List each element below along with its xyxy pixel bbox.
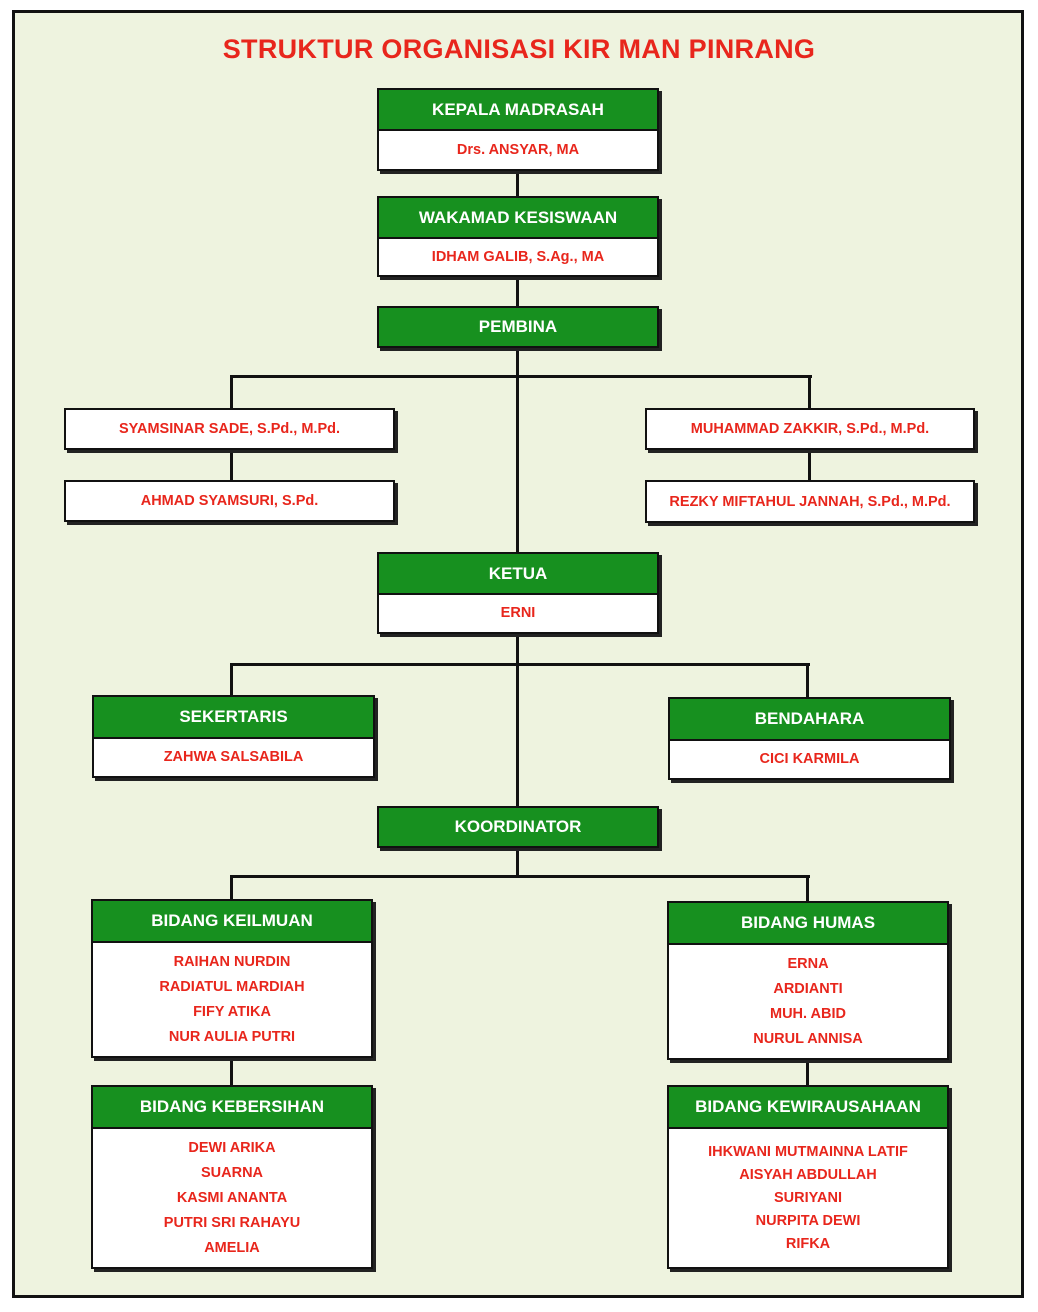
connector (230, 663, 810, 666)
bidang-keilmuan-header: BIDANG KEILMUAN (93, 901, 371, 943)
ketua-name: ERNI (500, 605, 536, 621)
bendahara-header: BENDAHARA (670, 699, 949, 741)
pembina-left-2: AHMAD SYAMSURI, S.Pd. (64, 480, 395, 522)
wakamad-header: WAKAMAD KESISWAAN (379, 198, 657, 239)
bidang-humas-header: BIDANG HUMAS (669, 903, 947, 945)
list-item: DEWI ARIKA (188, 1139, 276, 1156)
pembina-right-2: REZKY MIFTAHUL JANNAH, S.Pd., M.Pd. (645, 480, 975, 523)
connector (230, 875, 810, 878)
bidang-kebersihan-header: BIDANG KEBERSIHAN (93, 1087, 371, 1129)
list-item: MUH. ABID (770, 1005, 846, 1022)
connector (230, 663, 233, 697)
list-item: NURPITA DEWI (755, 1212, 861, 1229)
connector (230, 448, 233, 482)
koordinator-box: KOORDINATOR (377, 806, 659, 848)
kepala-madrasah-box: KEPALA MADRASAH Drs. ANSYAR, MA (377, 88, 659, 171)
list-item: AISYAH ABDULLAH (739, 1166, 877, 1183)
chart-title: STRUKTUR ORGANISASI KIR MAN PINRANG (222, 34, 816, 64)
pembina-right-1: MUHAMMAD ZAKKIR, S.Pd., M.Pd. (645, 408, 975, 450)
list-item: ERNA (787, 955, 829, 972)
kepala-madrasah-name: Drs. ANSYAR, MA (456, 141, 580, 158)
pembina-right-2-name: REZKY MIFTAHUL JANNAH, S.Pd., M.Pd. (669, 493, 951, 510)
list-item: RADIATUL MARDIAH (159, 978, 305, 995)
connector (808, 375, 811, 410)
connector (230, 375, 812, 378)
bidang-kewirausahaan-box: BIDANG KEWIRAUSAHAAN IHKWANI MUTMAINNA L… (667, 1085, 949, 1269)
list-item: NURUL ANNISA (753, 1030, 863, 1047)
list-item: FIFY ATIKA (193, 1003, 271, 1020)
pembina-left-2-name: AHMAD SYAMSURI, S.Pd. (140, 493, 319, 509)
connector (516, 846, 519, 877)
bendahara-name: CICI KARMILA (759, 751, 860, 767)
bidang-kebersihan-box: BIDANG KEBERSIHAN DEWI ARIKA SUARNA KASM… (91, 1085, 373, 1269)
list-item: AMELIA (204, 1239, 260, 1256)
wakamad-name: IDHAM GALIB, S.Ag., MA (431, 248, 605, 265)
sekertaris-header: SEKERTARIS (94, 697, 373, 739)
bendahara-box: BENDAHARA CICI KARMILA (668, 697, 951, 780)
connector (806, 663, 809, 699)
sekertaris-name: ZAHWA SALSABILA (163, 749, 304, 765)
list-item: KASMI ANANTA (176, 1189, 288, 1206)
bidang-humas-box: BIDANG HUMAS ERNA ARDIANTI MUH. ABID NUR… (667, 901, 949, 1060)
connector (516, 346, 519, 554)
pembina-box: PEMBINA (377, 306, 659, 348)
pembina-left-1: SYAMSINAR SADE, S.Pd., M.Pd. (64, 408, 395, 450)
connector (230, 875, 233, 901)
connector (516, 276, 519, 308)
connector (808, 448, 811, 482)
list-item: SUARNA (200, 1164, 264, 1181)
kepala-madrasah-header: KEPALA MADRASAH (379, 90, 657, 131)
pembina-left-1-name: SYAMSINAR SADE, S.Pd., M.Pd. (118, 421, 341, 437)
connector (230, 375, 233, 410)
list-item: NUR AULIA PUTRI (168, 1028, 296, 1045)
bidang-keilmuan-box: BIDANG KEILMUAN RAIHAN NURDIN RADIATUL M… (91, 899, 373, 1058)
list-item: SURIYANI (774, 1189, 842, 1206)
list-item: PUTRI SRI RAHAYU (163, 1214, 301, 1231)
koordinator-header: KOORDINATOR (379, 808, 657, 846)
pembina-header: PEMBINA (379, 308, 657, 346)
list-item: RIFKA (785, 1235, 831, 1252)
list-item: ARDIANTI (773, 980, 843, 997)
pembina-right-1-name: MUHAMMAD ZAKKIR, S.Pd., M.Pd. (690, 421, 930, 437)
connector (516, 632, 519, 808)
wakamad-box: WAKAMAD KESISWAAN IDHAM GALIB, S.Ag., MA (377, 196, 659, 277)
ketua-box: KETUA ERNI (377, 552, 659, 634)
connector (516, 170, 519, 198)
connector (806, 875, 809, 903)
connector (806, 1058, 809, 1087)
sekertaris-box: SEKERTARIS ZAHWA SALSABILA (92, 695, 375, 778)
bidang-kewirausahaan-header: BIDANG KEWIRAUSAHAAN (669, 1087, 947, 1129)
ketua-header: KETUA (379, 554, 657, 595)
list-item: RAIHAN NURDIN (173, 953, 291, 970)
list-item: IHKWANI MUTMAINNA LATIF (708, 1143, 908, 1160)
connector (230, 1056, 233, 1087)
